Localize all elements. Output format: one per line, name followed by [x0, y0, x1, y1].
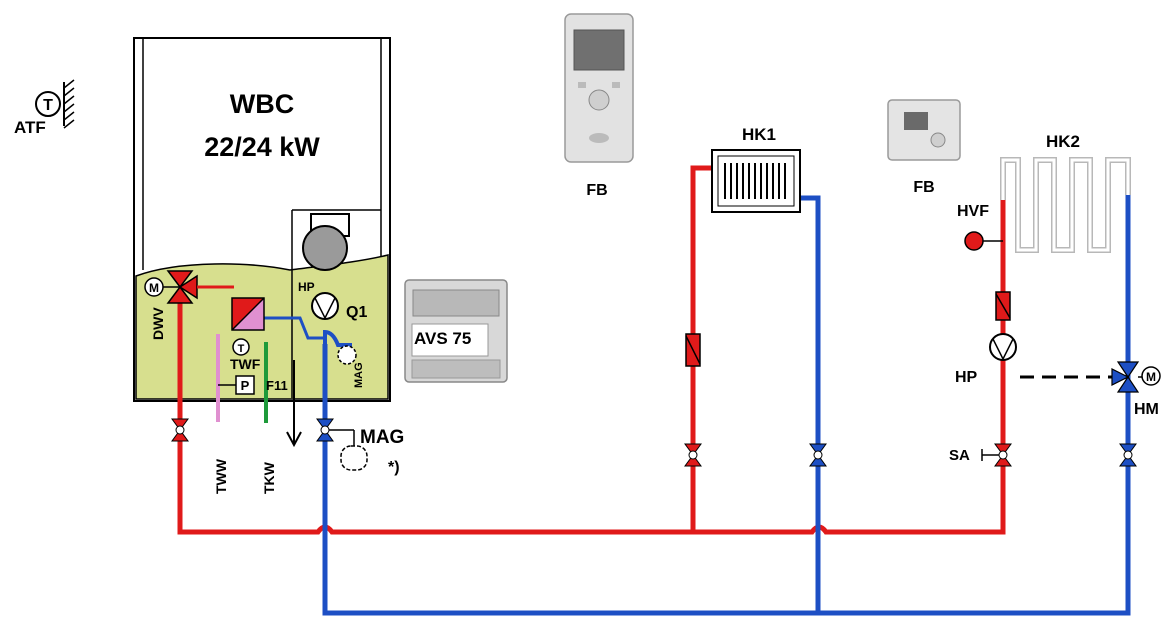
avs75-controller-module	[404, 279, 508, 383]
pressure-sensor-symbol: P	[241, 378, 250, 393]
hk1-radiator	[711, 149, 801, 213]
hk2-pump-label: HP	[955, 369, 978, 386]
shutoff-valve-hk2-return	[1119, 443, 1137, 467]
twf-sensor-icon	[232, 338, 250, 356]
hvf-label: HVF	[957, 203, 989, 220]
hk2-floor-heating	[1000, 157, 1131, 253]
internal-expansion-vessel-icon	[337, 345, 357, 365]
remote-control-2	[887, 99, 961, 161]
remote-control-1	[564, 13, 634, 163]
dwv-label: DWV	[150, 307, 166, 340]
three-way-valve	[163, 270, 234, 304]
mixer-motor-icon	[1141, 366, 1161, 386]
twf-label: TWF	[230, 356, 261, 372]
check-valve-hk1	[685, 333, 701, 367]
tkw-label: TKW	[261, 461, 277, 494]
mag-note-label: *)	[388, 459, 400, 476]
shutoff-valve-boiler-return	[316, 418, 354, 442]
plate-heat-exchanger	[231, 297, 265, 331]
boiler-power: 22/24 kW	[204, 132, 320, 162]
shutoff-valve-hk1-return	[809, 443, 827, 467]
boiler-name: WBC	[230, 89, 294, 119]
check-valve-hk2	[995, 291, 1011, 321]
shutoff-valve-hk1-flow	[684, 443, 702, 467]
twf-sensor-symbol: T	[238, 343, 245, 355]
boiler-pump-hp-label: HP	[298, 280, 315, 294]
hk2-pump-icon	[989, 333, 1017, 361]
hm-label: HM	[1134, 401, 1159, 418]
hk1-label: HK1	[742, 125, 776, 144]
valve-motor-label: M	[149, 281, 159, 295]
external-expansion-vessel	[340, 430, 368, 471]
remote-control-1-label: FB	[586, 182, 607, 199]
shutoff-valve-boiler-flow	[171, 418, 189, 442]
remote-control-2-label: FB	[913, 179, 934, 196]
internal-mag-label: MAG	[353, 362, 365, 388]
hk2-label: HK2	[1046, 132, 1080, 151]
f11-label: F11	[266, 378, 288, 393]
shutoff-valve-hk2-flow	[981, 443, 1012, 467]
external-mag-label: MAG	[360, 427, 404, 448]
pipes	[177, 165, 1131, 616]
tww-label: TWW	[213, 458, 229, 494]
sa-label: SA	[949, 447, 970, 464]
q1-label: Q1	[346, 304, 367, 321]
mixer-motor-symbol: M	[1146, 370, 1156, 384]
avs75-label: AVS 75	[414, 329, 471, 348]
outdoor-sensor-symbol: T	[43, 97, 53, 114]
hk2-mixing-valve	[1111, 361, 1142, 393]
outdoor-sensor	[35, 79, 75, 129]
atf-label: ATF	[14, 118, 46, 137]
hvf-sensor-icon	[964, 231, 984, 251]
boiler-pump-icon	[311, 292, 339, 320]
valve-motor-icon	[144, 277, 164, 297]
